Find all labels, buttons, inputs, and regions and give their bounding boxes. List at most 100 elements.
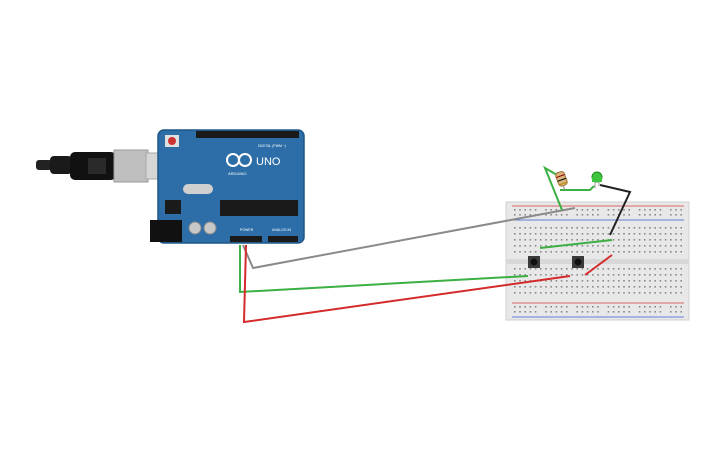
breadboard-hole[interactable] <box>514 245 516 247</box>
breadboard-hole[interactable] <box>607 280 610 282</box>
breadboard-hole[interactable] <box>597 214 599 216</box>
breadboard-hole[interactable] <box>628 306 630 308</box>
breadboard-hole[interactable] <box>623 268 625 270</box>
breadboard-hole[interactable] <box>524 227 526 229</box>
breadboard-hole[interactable] <box>592 306 594 308</box>
breadboard-hole[interactable] <box>623 292 625 294</box>
breadboard-hole[interactable] <box>612 274 615 276</box>
breadboard-hole[interactable] <box>592 280 594 282</box>
breadboard-hole[interactable] <box>602 280 604 282</box>
breadboard-hole[interactable] <box>581 311 584 313</box>
breadboard-hole[interactable] <box>628 209 630 211</box>
pushbutton-icon[interactable] <box>572 256 584 268</box>
breadboard-hole[interactable] <box>586 306 589 308</box>
breadboard-hole[interactable] <box>623 274 625 276</box>
breadboard-hole[interactable] <box>592 245 594 247</box>
breadboard-hole[interactable] <box>664 280 667 282</box>
breadboard-hole[interactable] <box>675 306 677 308</box>
breadboard-hole[interactable] <box>659 209 662 211</box>
breadboard-hole[interactable] <box>545 245 547 247</box>
breadboard-hole[interactable] <box>555 233 558 235</box>
breadboard-hole[interactable] <box>550 274 552 276</box>
breadboard-hole[interactable] <box>680 274 682 276</box>
breadboard-hole[interactable] <box>607 306 610 308</box>
breadboard-hole[interactable] <box>680 306 682 308</box>
breadboard-hole[interactable] <box>534 268 537 270</box>
breadboard-hole[interactable] <box>670 292 672 294</box>
breadboard-hole[interactable] <box>540 274 542 276</box>
breadboard-hole[interactable] <box>654 245 656 247</box>
breadboard-hole[interactable] <box>555 311 558 313</box>
breadboard-hole[interactable] <box>649 233 651 235</box>
breadboard-hole[interactable] <box>654 233 656 235</box>
breadboard-hole[interactable] <box>597 274 599 276</box>
breadboard-hole[interactable] <box>545 209 547 211</box>
wire-green-top[interactable] <box>539 239 613 249</box>
breadboard-hole[interactable] <box>540 239 542 241</box>
breadboard-hole[interactable] <box>618 306 620 308</box>
led-green[interactable] <box>591 171 603 188</box>
breadboard-hole[interactable] <box>607 209 610 211</box>
wire-red[interactable] <box>242 244 571 324</box>
breadboard-hole[interactable] <box>560 286 563 288</box>
breadboard-hole[interactable] <box>675 280 677 282</box>
breadboard-hole[interactable] <box>555 239 558 241</box>
breadboard-hole[interactable] <box>571 274 573 276</box>
breadboard-hole[interactable] <box>633 286 636 288</box>
wire-green-resistor[interactable] <box>542 165 563 211</box>
breadboard-hole[interactable] <box>654 286 656 288</box>
breadboard-hole[interactable] <box>618 251 620 253</box>
breadboard-hole[interactable] <box>571 245 573 247</box>
breadboard-hole[interactable] <box>670 311 672 313</box>
breadboard-hole[interactable] <box>555 274 558 276</box>
breadboard-hole[interactable] <box>576 233 578 235</box>
breadboard-hole[interactable] <box>649 245 651 247</box>
breadboard-hole[interactable] <box>638 306 641 308</box>
breadboard-hole[interactable] <box>534 245 537 247</box>
breadboard-hole[interactable] <box>545 274 547 276</box>
breadboard-hole[interactable] <box>534 274 537 276</box>
breadboard-hole[interactable] <box>633 227 636 229</box>
breadboard-hole[interactable] <box>607 286 610 288</box>
breadboard-hole[interactable] <box>675 268 677 270</box>
breadboard-hole[interactable] <box>618 274 620 276</box>
breadboard-hole[interactable] <box>571 268 573 270</box>
breadboard-hole[interactable] <box>649 227 651 229</box>
breadboard-hole[interactable] <box>560 280 563 282</box>
breadboard-hole[interactable] <box>519 214 521 216</box>
breadboard-hole[interactable] <box>514 306 516 308</box>
breadboard-hole[interactable] <box>612 251 615 253</box>
breadboard-hole[interactable] <box>644 233 646 235</box>
breadboard-hole[interactable] <box>576 209 578 211</box>
breadboard-hole[interactable] <box>670 274 672 276</box>
breadboard-hole[interactable] <box>607 245 610 247</box>
breadboard-hole[interactable] <box>550 251 552 253</box>
breadboard-hole[interactable] <box>529 233 532 235</box>
breadboard-hole[interactable] <box>659 239 662 241</box>
breadboard-hole[interactable] <box>534 311 537 313</box>
breadboard-hole[interactable] <box>623 209 625 211</box>
breadboard-hole[interactable] <box>659 268 662 270</box>
breadboard-hole[interactable] <box>550 311 552 313</box>
breadboard-hole[interactable] <box>524 306 526 308</box>
breadboard-hole[interactable] <box>633 245 636 247</box>
breadboard-hole[interactable] <box>576 251 578 253</box>
breadboard-hole[interactable] <box>545 311 547 313</box>
breadboard-hole[interactable] <box>524 268 526 270</box>
breadboard-hole[interactable] <box>560 233 563 235</box>
breadboard-hole[interactable] <box>654 306 656 308</box>
breadboard-hole[interactable] <box>592 233 594 235</box>
breadboard-hole[interactable] <box>571 251 573 253</box>
breadboard-hole[interactable] <box>571 286 573 288</box>
breadboard-hole[interactable] <box>586 311 589 313</box>
breadboard-hole[interactable] <box>675 274 677 276</box>
breadboard-hole[interactable] <box>670 245 672 247</box>
breadboard-hole[interactable] <box>529 209 532 211</box>
breadboard-hole[interactable] <box>659 311 662 313</box>
breadboard-hole[interactable] <box>524 274 526 276</box>
breadboard-hole[interactable] <box>664 239 667 241</box>
breadboard-hole[interactable] <box>623 286 625 288</box>
breadboard-hole[interactable] <box>607 251 610 253</box>
wire-green-led[interactable] <box>560 185 595 191</box>
breadboard-hole[interactable] <box>633 292 636 294</box>
